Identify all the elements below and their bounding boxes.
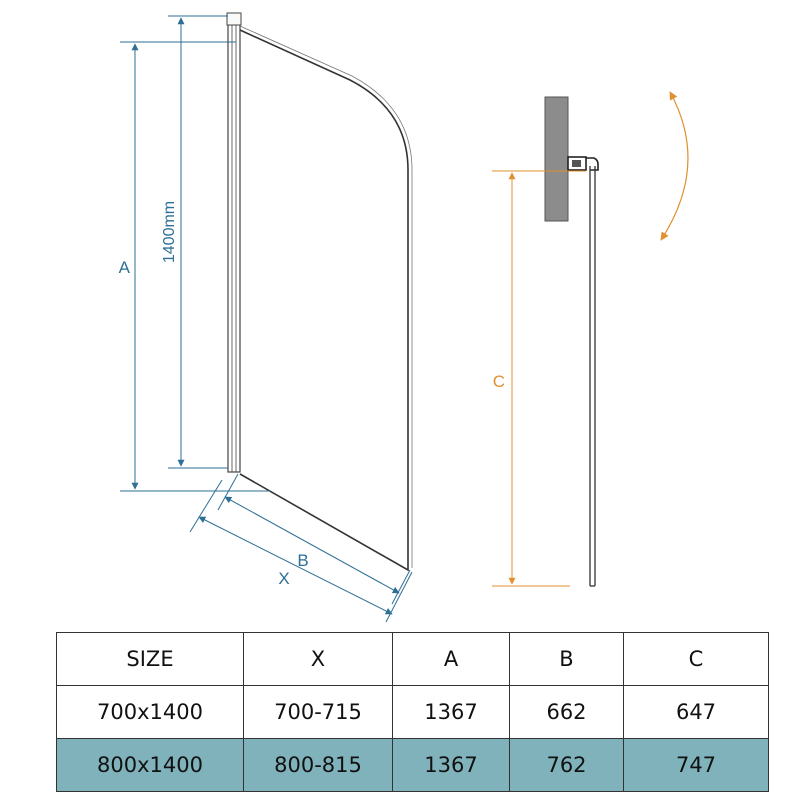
- header-c: C: [623, 632, 769, 686]
- cell-a: 1367: [392, 738, 510, 792]
- side-view: C: [492, 91, 689, 587]
- header-size: SIZE: [56, 632, 244, 686]
- extension-line-b-start: [217, 473, 239, 511]
- cell-size: 800x1400: [56, 738, 244, 792]
- cell-size: 700x1400: [56, 685, 244, 739]
- rotation-arc-arrow: [660, 91, 689, 241]
- extension-line-x-end: [385, 571, 413, 623]
- dimension-c-label: C: [493, 372, 505, 391]
- wall-section: [544, 96, 569, 222]
- dimension-x-line: [198, 516, 393, 615]
- hinge-clamp: [586, 157, 599, 171]
- cell-x: 700-715: [243, 685, 393, 739]
- cell-c: 647: [623, 685, 769, 739]
- cell-x: 800-815: [243, 738, 393, 792]
- size-spec-table: SIZE X A B C 700x1400 700-715 1367 662 6…: [56, 632, 769, 792]
- profile-top-cap: [226, 12, 242, 26]
- table-header-row: SIZE X A B C: [56, 632, 769, 686]
- cell-b: 762: [509, 738, 624, 792]
- extension-line-b-end: [391, 569, 411, 605]
- table-row: 700x1400 700-715 1367 662 647: [56, 685, 769, 739]
- dimension-b-line: [224, 496, 400, 594]
- front-view: A 1400mm B X: [119, 12, 413, 623]
- header-a: A: [392, 632, 510, 686]
- cell-c: 747: [623, 738, 769, 792]
- wall-profile: [227, 15, 241, 473]
- cell-a: 1367: [392, 685, 510, 739]
- glass-panel-edge: [239, 25, 413, 568]
- glass-panel-outline: [239, 29, 409, 572]
- header-b: B: [509, 632, 624, 686]
- dimension-a-label: A: [119, 258, 131, 277]
- hinge-bracket-inner: [572, 160, 581, 167]
- dimension-x-label: X: [278, 569, 289, 588]
- header-x: X: [243, 632, 393, 686]
- shower-screen-diagram: A 1400mm B X C: [119, 12, 689, 623]
- cell-b: 662: [509, 685, 624, 739]
- dimension-1400-label: 1400mm: [161, 201, 178, 263]
- extension-line-x-start: [189, 479, 223, 533]
- table-row-highlighted: 800x1400 800-815 1367 762 747: [56, 738, 769, 792]
